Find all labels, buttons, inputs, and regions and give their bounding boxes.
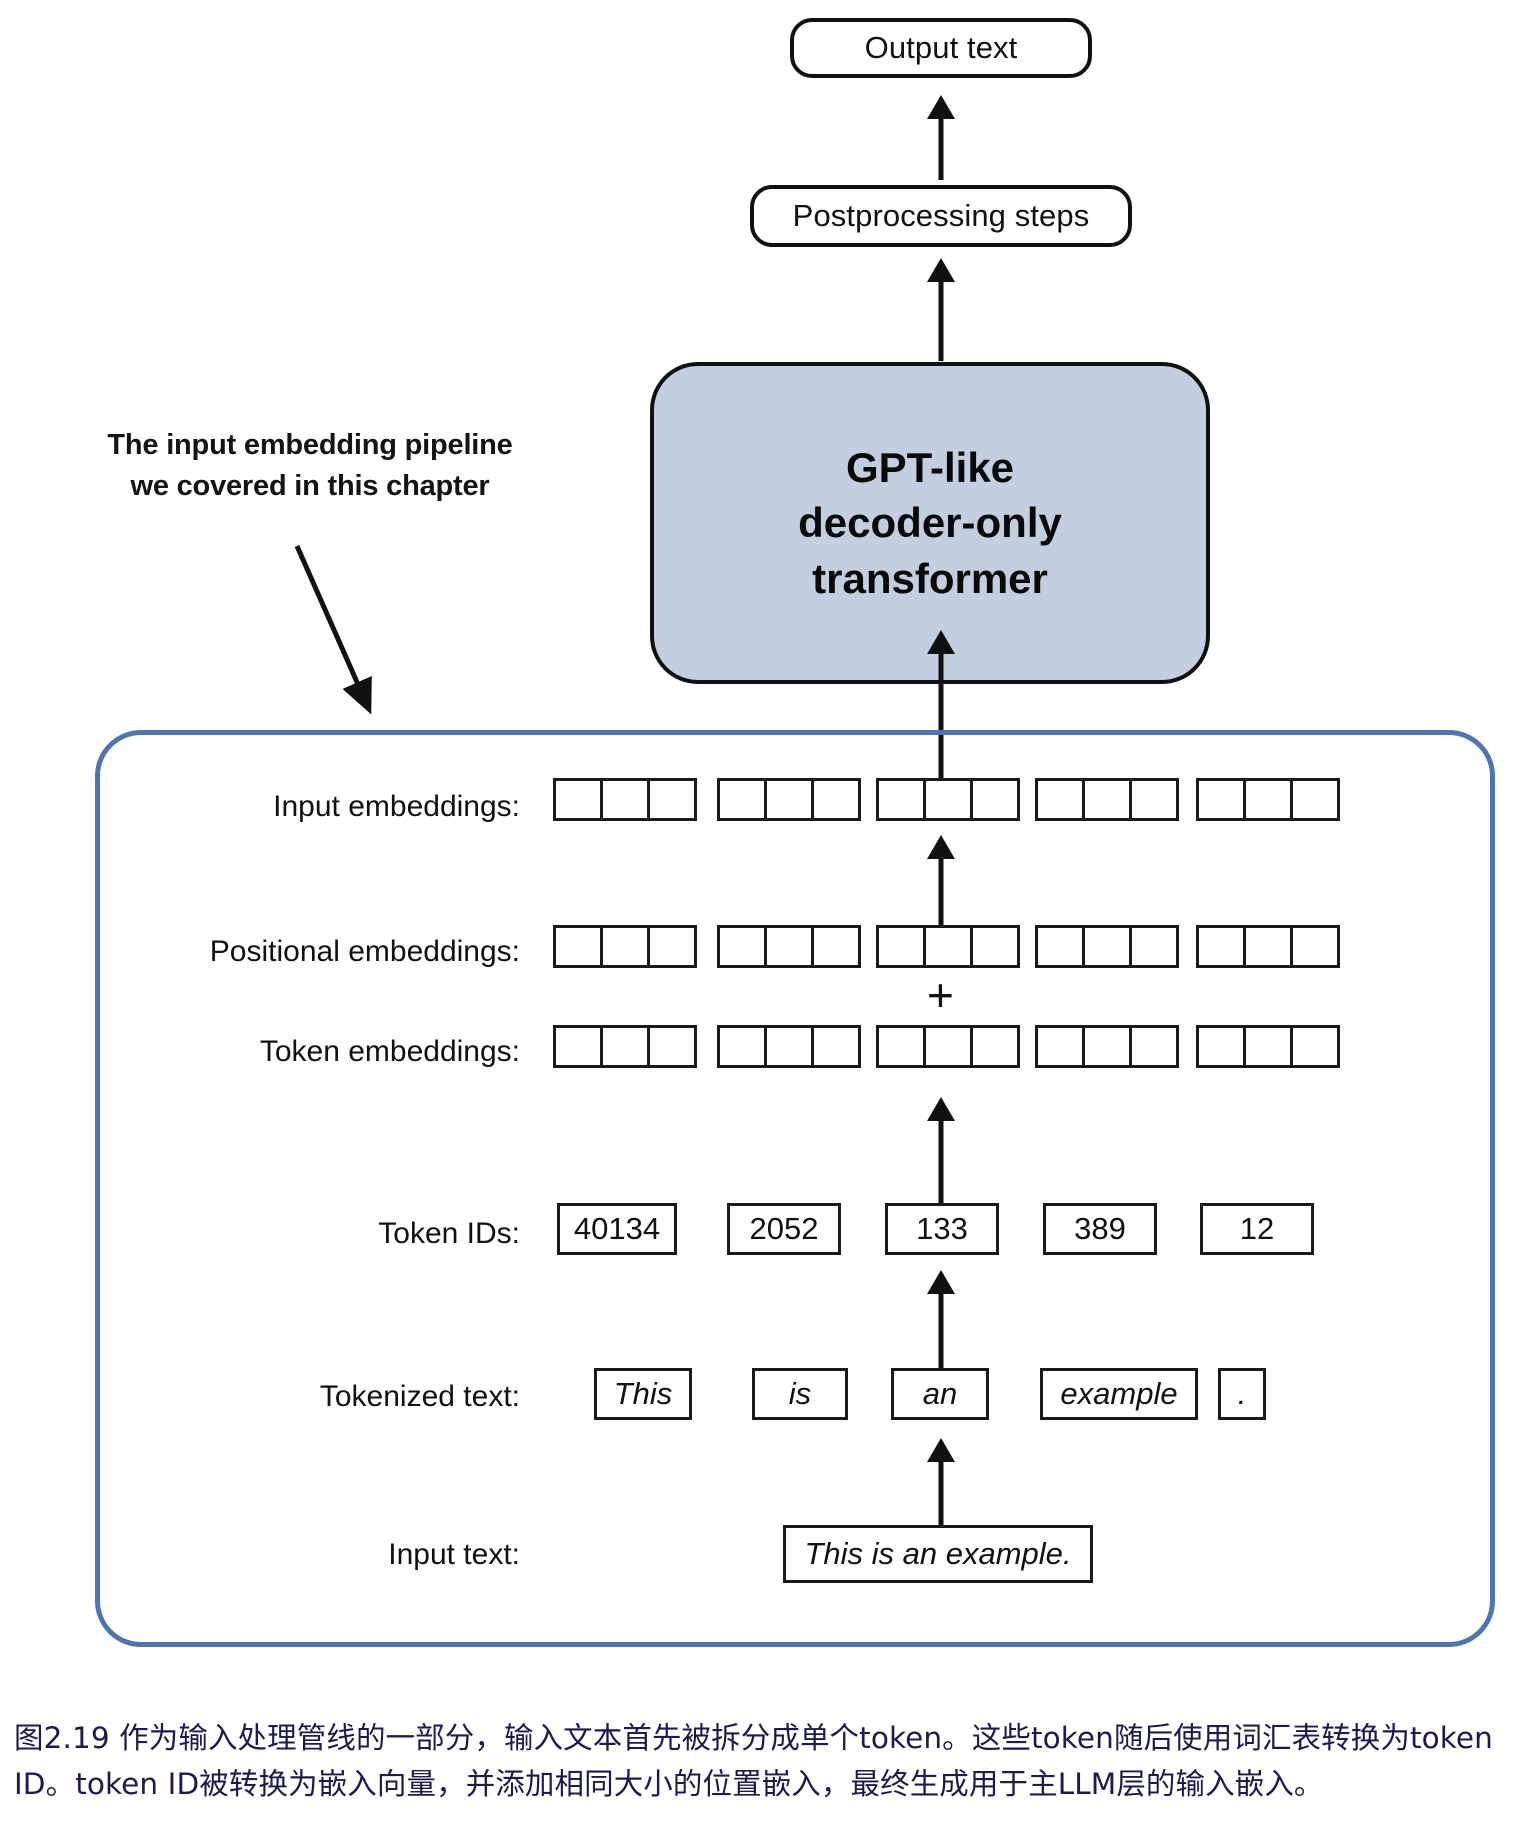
embedding-cell	[1129, 778, 1179, 821]
cell-group-positional-embeddings-3	[876, 925, 1020, 968]
embedding-cell	[1290, 925, 1340, 968]
cell-group-input-embeddings-3	[876, 778, 1020, 821]
cell-group-token-embeddings-5	[1196, 1025, 1340, 1068]
cell-group-input-embeddings-4	[1035, 778, 1179, 821]
token-box-4: example	[1040, 1368, 1198, 1420]
gpt-model-label: GPT-like decoder-only transformer	[798, 440, 1062, 606]
embedding-cell	[876, 1025, 926, 1068]
cell-group-positional-embeddings-5	[1196, 925, 1340, 968]
embedding-cell	[1243, 1025, 1293, 1068]
embedding-cell	[647, 778, 697, 821]
embedding-cell	[1243, 778, 1293, 821]
embedding-cell	[970, 1025, 1020, 1068]
embedding-cell	[764, 778, 814, 821]
embedding-cell	[1129, 1025, 1179, 1068]
embedding-cell	[811, 778, 861, 821]
embedding-cell	[923, 778, 973, 821]
embedding-cell	[970, 925, 1020, 968]
arrow-shaft	[938, 650, 944, 790]
arrow-shaft	[938, 1290, 944, 1380]
embedding-cell	[717, 1025, 767, 1068]
embedding-cell	[717, 925, 767, 968]
token-box-3: an	[891, 1368, 989, 1420]
figure-caption: 图2.19 作为输入处理管线的一部分，输入文本首先被拆分成单个token。这些t…	[14, 1721, 1493, 1801]
gpt-model-line-2: decoder-only	[798, 499, 1062, 547]
embedding-cell	[553, 1025, 603, 1068]
embedding-cell	[600, 1025, 650, 1068]
embedding-cell	[970, 778, 1020, 821]
embedding-cell	[923, 1025, 973, 1068]
cell-group-input-embeddings-5	[1196, 778, 1340, 821]
embedding-cell	[1196, 778, 1246, 821]
input-embedding-pipeline-frame	[95, 730, 1495, 1647]
cell-group-token-embeddings-1	[553, 1025, 697, 1068]
embedding-cell	[1243, 925, 1293, 968]
output-text-label: Output text	[864, 30, 1018, 65]
gpt-model-line-3: transformer	[812, 554, 1048, 602]
embedding-cell	[923, 925, 973, 968]
sum-plus-symbol: +	[927, 969, 954, 1021]
token-id-box-5: 12	[1200, 1203, 1314, 1255]
embedding-cell	[1196, 1025, 1246, 1068]
embedding-cell	[764, 925, 814, 968]
arrow-shaft	[938, 1458, 944, 1543]
embedding-cell	[1129, 925, 1179, 968]
row-label-input-text: Input text:	[388, 1538, 520, 1571]
embedding-cell	[811, 1025, 861, 1068]
arrow-shaft	[938, 855, 944, 945]
annotation-line-1: The input embedding pipeline	[107, 429, 513, 461]
row-label-positional-embeddings: Positional embeddings:	[209, 935, 520, 968]
embedding-cell	[717, 778, 767, 821]
cell-group-token-embeddings-3	[876, 1025, 1020, 1068]
input-text-box: This is an example.	[783, 1525, 1093, 1583]
postprocessing-steps-label: Postprocessing steps	[792, 198, 1090, 233]
token-id-box-1: 40134	[557, 1203, 677, 1255]
token-box-1: This	[594, 1368, 692, 1420]
embedding-cell	[600, 778, 650, 821]
pipeline-annotation: The input embedding pipeline we covered …	[85, 425, 535, 507]
cell-group-token-embeddings-2	[717, 1025, 861, 1068]
arrow-shaft	[938, 278, 944, 361]
cell-group-input-embeddings-1	[553, 778, 697, 821]
cell-group-input-embeddings-2	[717, 778, 861, 821]
row-label-token-embeddings: Token embeddings:	[259, 1035, 520, 1068]
cell-group-token-embeddings-4	[1035, 1025, 1179, 1068]
token-box-2: is	[752, 1368, 848, 1420]
embedding-cell	[1035, 1025, 1085, 1068]
embedding-cell	[1035, 778, 1085, 821]
embedding-cell	[600, 925, 650, 968]
gpt-model-line-1: GPT-like	[845, 443, 1015, 491]
embedding-cell	[1082, 1025, 1132, 1068]
postprocessing-steps-box: Postprocessing steps	[750, 185, 1132, 247]
embedding-cell	[876, 925, 926, 968]
token-id-box-2: 2052	[727, 1203, 841, 1255]
embedding-cell	[1290, 778, 1340, 821]
embedding-cell	[764, 1025, 814, 1068]
row-label-input-embeddings: Input embeddings:	[273, 790, 520, 823]
embedding-cell	[1082, 778, 1132, 821]
annotation-line-2: we covered in this chapter	[130, 470, 490, 503]
embedding-cell	[1290, 1025, 1340, 1068]
annotation-arrow	[294, 544, 372, 715]
embedding-cell	[876, 778, 926, 821]
token-id-box-3: 133	[885, 1203, 999, 1255]
embedding-cell	[1035, 925, 1085, 968]
token-id-box-4: 389	[1043, 1203, 1157, 1255]
output-text-box: Output text	[790, 18, 1092, 78]
embedding-cell	[811, 925, 861, 968]
row-label-tokenized-text: Tokenized text:	[319, 1380, 520, 1413]
embedding-cell	[553, 925, 603, 968]
cell-group-positional-embeddings-1	[553, 925, 697, 968]
row-label-token-ids: Token IDs:	[378, 1217, 520, 1250]
arrow-shaft	[938, 1117, 944, 1212]
embedding-cell	[647, 925, 697, 968]
embedding-cell	[553, 778, 603, 821]
embedding-cell	[647, 1025, 697, 1068]
embedding-cell	[1196, 925, 1246, 968]
cell-group-positional-embeddings-2	[717, 925, 861, 968]
arrow-shaft	[938, 115, 944, 180]
token-box-5: .	[1218, 1368, 1266, 1420]
embedding-cell	[1082, 925, 1132, 968]
cell-group-positional-embeddings-4	[1035, 925, 1179, 968]
